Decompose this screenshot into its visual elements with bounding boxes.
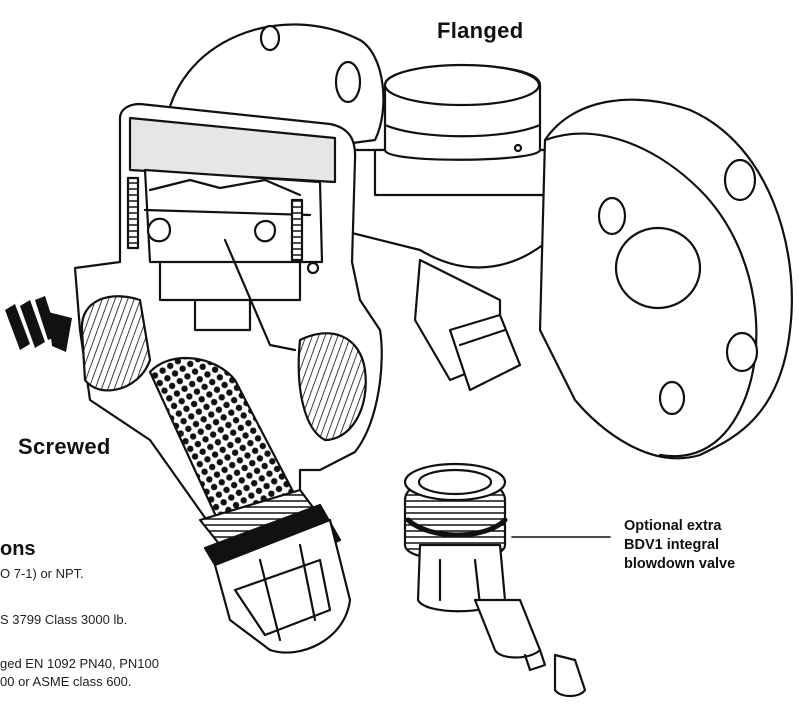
connections-heading: ons <box>0 538 36 560</box>
flanged-body <box>328 148 562 269</box>
connections-line: 00 or ASME class 600. <box>0 674 132 689</box>
strainer-cap <box>198 488 352 654</box>
flanged-label: Flanged <box>437 18 524 43</box>
outlet-thread <box>297 332 367 442</box>
screwed-label: Screwed <box>18 434 111 459</box>
callout-line-3: blowdown valve <box>624 556 736 572</box>
connections-line: ged EN 1092 PN40, PN100 <box>0 656 159 671</box>
body-plug <box>413 258 522 392</box>
callout-line-2: BDV1 integral <box>624 537 720 553</box>
trap-cap <box>383 63 542 161</box>
outlet-flange <box>538 98 793 460</box>
screwed-body <box>73 102 383 562</box>
connections-line: O 7-1) or NPT. <box>0 566 84 581</box>
bdv1-callout: Optional extra BDV1 integral blowdown va… <box>624 517 735 574</box>
callout-line-1: Optional extra <box>624 518 722 534</box>
bdv1-blowdown-valve <box>403 462 587 698</box>
flow-direction-arrow <box>5 296 72 352</box>
inlet-thread <box>80 295 152 392</box>
connections-line: S 3799 Class 3000 lb. <box>0 612 128 627</box>
